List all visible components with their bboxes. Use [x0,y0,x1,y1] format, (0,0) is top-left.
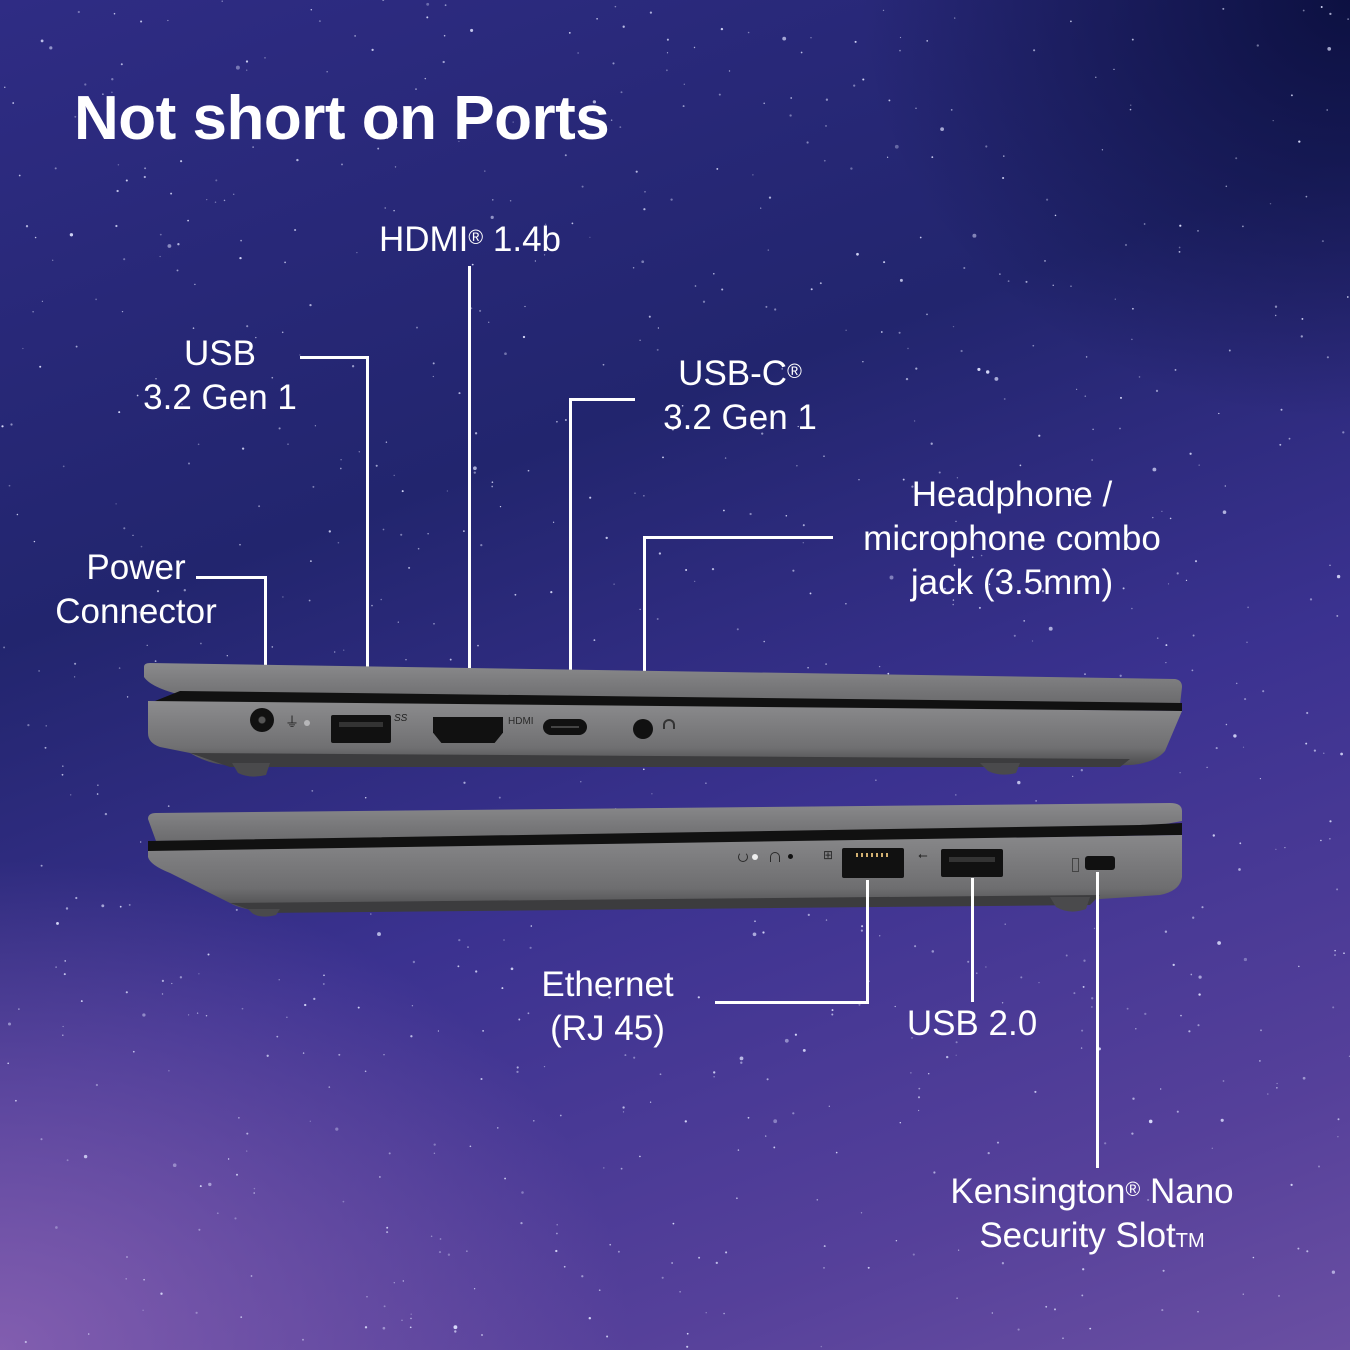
label-line: Connector [55,592,217,631]
status-led [752,854,758,860]
leader-line-kensington [1096,872,1099,1168]
kensington-slot [1085,856,1115,870]
leader-line-ethernet [715,1001,869,1004]
superspeed-usb-icon: SS [394,713,408,724]
leader-line-hdmi [468,266,471,730]
label-text: Security Slot [979,1216,1176,1255]
audio-jack-port [633,719,653,739]
leader-line-power [264,576,267,698]
usb-2-0-port [941,849,1003,877]
label-text: 1.4b [483,220,562,259]
network-icon: ⊞ [823,848,834,862]
ethernet-pins [856,853,890,857]
lock-icon [1072,858,1079,872]
label-hdmi: HDMI® 1.4b [360,218,580,262]
usb-3-2-port [331,715,391,743]
label-line: jack (3.5mm) [910,563,1114,602]
novo-button-icon [770,852,780,862]
trademark-mark: TM [1175,1230,1205,1252]
leader-line-ethernet [866,880,869,1004]
label-line: Kensington® Nano [912,1170,1272,1214]
label-line: Security SlotTM [912,1214,1272,1263]
label-line: 3.2 Gen 1 [663,398,817,437]
novo-button[interactable] [788,854,793,859]
leader-line-power [196,576,266,579]
power-led-icon [738,852,748,862]
label-usb-c: USB-C® 3.2 Gen 1 [650,352,830,440]
headset-icon [663,719,675,729]
leader-line-usbc [569,398,635,401]
laptop-right-side-view [148,803,1182,917]
label-line: 3.2 Gen 1 [143,378,297,417]
label-power-connector: Power Connector [38,546,234,634]
page-title: Not short on Ports [74,84,610,153]
label-line: (RJ 45) [550,1009,665,1048]
hdmi-marking: HDMI [508,716,534,727]
label-text: HDMI [378,220,469,259]
label-usb-3-2: USB 3.2 Gen 1 [130,332,310,420]
leader-line-usb32 [366,356,369,730]
label-line: Power [86,548,186,587]
label-audio-jack: Headphone / microphone combo jack (3.5mm… [832,473,1192,605]
label-line: USB [184,334,256,373]
usbc-tongue [551,726,579,728]
laptop-left-side-view [144,663,1182,777]
leader-line-usb32 [300,356,368,359]
label-kensington: Kensington® Nano Security SlotTM [912,1170,1272,1263]
label-usb-2-0: USB 2.0 [906,1004,1038,1043]
label-text: Nano [1140,1172,1234,1211]
label-text: USB-C [678,354,788,393]
hdmi-port [433,717,503,743]
label-ethernet: Ethernet (RJ 45) [520,963,695,1051]
usb-icon: ⭠ [918,848,928,862]
registered-mark: ® [468,227,484,249]
label-line: microphone combo [863,519,1161,558]
charge-led-icon [304,720,310,726]
leader-line-usb20 [971,878,974,1002]
ethernet-port [842,848,904,878]
label-line: Ethernet [541,965,674,1004]
label-line: Headphone / [911,475,1113,514]
usb-tongue [339,722,383,727]
leader-line-audio [643,536,833,539]
usb-c-port [543,719,587,735]
label-line: USB-C® [650,352,830,396]
power-plug-icon: ⏚ [285,714,299,730]
power-connector-port [250,708,274,732]
leader-line-usbc [569,398,572,698]
registered-mark: ® [787,361,802,383]
label-text: Kensington [950,1172,1126,1211]
leader-line-audio [643,536,646,698]
registered-mark: ® [1125,1179,1141,1201]
usb-tongue [949,857,995,862]
